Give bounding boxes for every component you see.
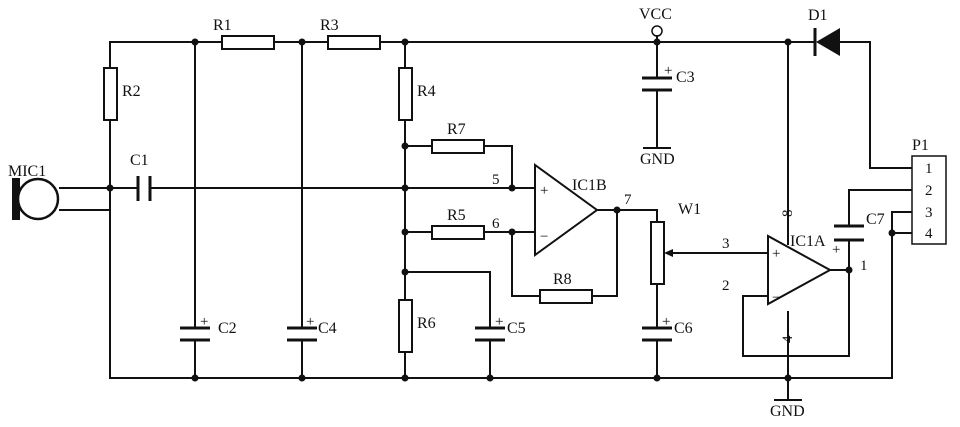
ic1a-pin4: 4 <box>780 335 796 343</box>
resistor-r1: R1 <box>213 17 275 50</box>
p1-pin4: 4 <box>925 226 933 242</box>
r6-label: R6 <box>417 315 436 332</box>
p1-pin1: 1 <box>925 161 933 177</box>
c5-label: C5 <box>507 320 526 337</box>
connector-p1: P1 1 2 3 4 <box>911 137 947 245</box>
svg-text:+: + <box>200 314 208 330</box>
r3-label: R3 <box>320 17 339 34</box>
capacitor-c3: + C3 <box>642 63 695 92</box>
microphone-mic1: MIC1 <box>8 163 60 221</box>
resistor-r3: R3 <box>320 17 381 50</box>
capacitor-c2: + C2 <box>180 314 237 342</box>
potentiometer-w1: W1 <box>650 201 701 285</box>
r5-label: R5 <box>447 207 466 224</box>
svg-text:+: + <box>772 246 780 262</box>
p1-pin3: 3 <box>925 205 933 221</box>
wires <box>59 41 913 401</box>
mic1-label: MIC1 <box>8 163 46 180</box>
capacitor-c6: + C6 <box>642 314 693 342</box>
resistor-r6: R6 <box>398 299 436 353</box>
c3-label: C3 <box>676 69 695 86</box>
ic1b-pin6: 6 <box>492 216 500 232</box>
resistor-r2: R2 <box>103 67 141 121</box>
w1-label: W1 <box>678 201 701 218</box>
r2-label: R2 <box>122 83 141 100</box>
junction-dots <box>106 38 896 382</box>
r7-label: R7 <box>447 121 466 138</box>
opamp-ic1a: + − IC1A 3 2 1 8 4 <box>722 210 868 344</box>
ic1a-pin2: 2 <box>722 278 730 294</box>
vcc-terminal: VCC <box>639 6 672 43</box>
r4-label: R4 <box>417 83 436 100</box>
svg-text:−: − <box>772 290 780 306</box>
ic1a-label: IC1A <box>790 233 826 250</box>
svg-text:+: + <box>662 314 670 330</box>
vcc-label: VCC <box>639 6 672 23</box>
ic1a-pin1: 1 <box>860 258 868 274</box>
capacitor-c5: + C5 <box>475 314 526 342</box>
c4-label: C4 <box>318 320 337 337</box>
p1-pin2: 2 <box>925 183 933 199</box>
diode-d1: D1 <box>808 7 840 56</box>
resistor-r5: R5 <box>431 207 485 240</box>
svg-text:+: + <box>540 183 548 199</box>
resistor-r4: R4 <box>398 67 436 121</box>
ic1b-label: IC1B <box>572 177 607 194</box>
ground-symbol-top: GND <box>640 147 675 168</box>
ic1a-pin8: 8 <box>780 210 796 218</box>
c6-label: C6 <box>674 320 693 337</box>
r8-label: R8 <box>553 271 572 288</box>
gnd-top-label: GND <box>640 151 675 168</box>
capacitor-c4: + C4 <box>287 314 337 342</box>
ic1b-pin7: 7 <box>624 192 632 208</box>
c2-label: C2 <box>218 320 237 337</box>
capacitor-c7: + C7 <box>832 211 885 258</box>
svg-text:+: + <box>306 314 314 330</box>
c1-label: C1 <box>130 152 149 169</box>
resistor-r7: R7 <box>431 121 485 154</box>
svg-text:+: + <box>664 63 672 79</box>
c7-label: C7 <box>866 211 885 228</box>
d1-label: D1 <box>808 7 828 24</box>
opamp-ic1b: + − IC1B 5 6 7 <box>492 163 632 257</box>
svg-text:+: + <box>832 242 840 258</box>
svg-text:+: + <box>495 314 503 330</box>
gnd-bottom-label: GND <box>770 403 805 420</box>
svg-text:−: − <box>540 229 548 245</box>
ic1b-pin5: 5 <box>492 172 500 188</box>
ground-symbol-bottom: GND <box>770 399 805 420</box>
ic1a-pin3: 3 <box>722 236 730 252</box>
capacitor-c1: C1 <box>130 152 152 201</box>
resistor-r8: R8 <box>539 271 593 304</box>
p1-label: P1 <box>912 137 929 154</box>
r1-label: R1 <box>213 17 232 34</box>
